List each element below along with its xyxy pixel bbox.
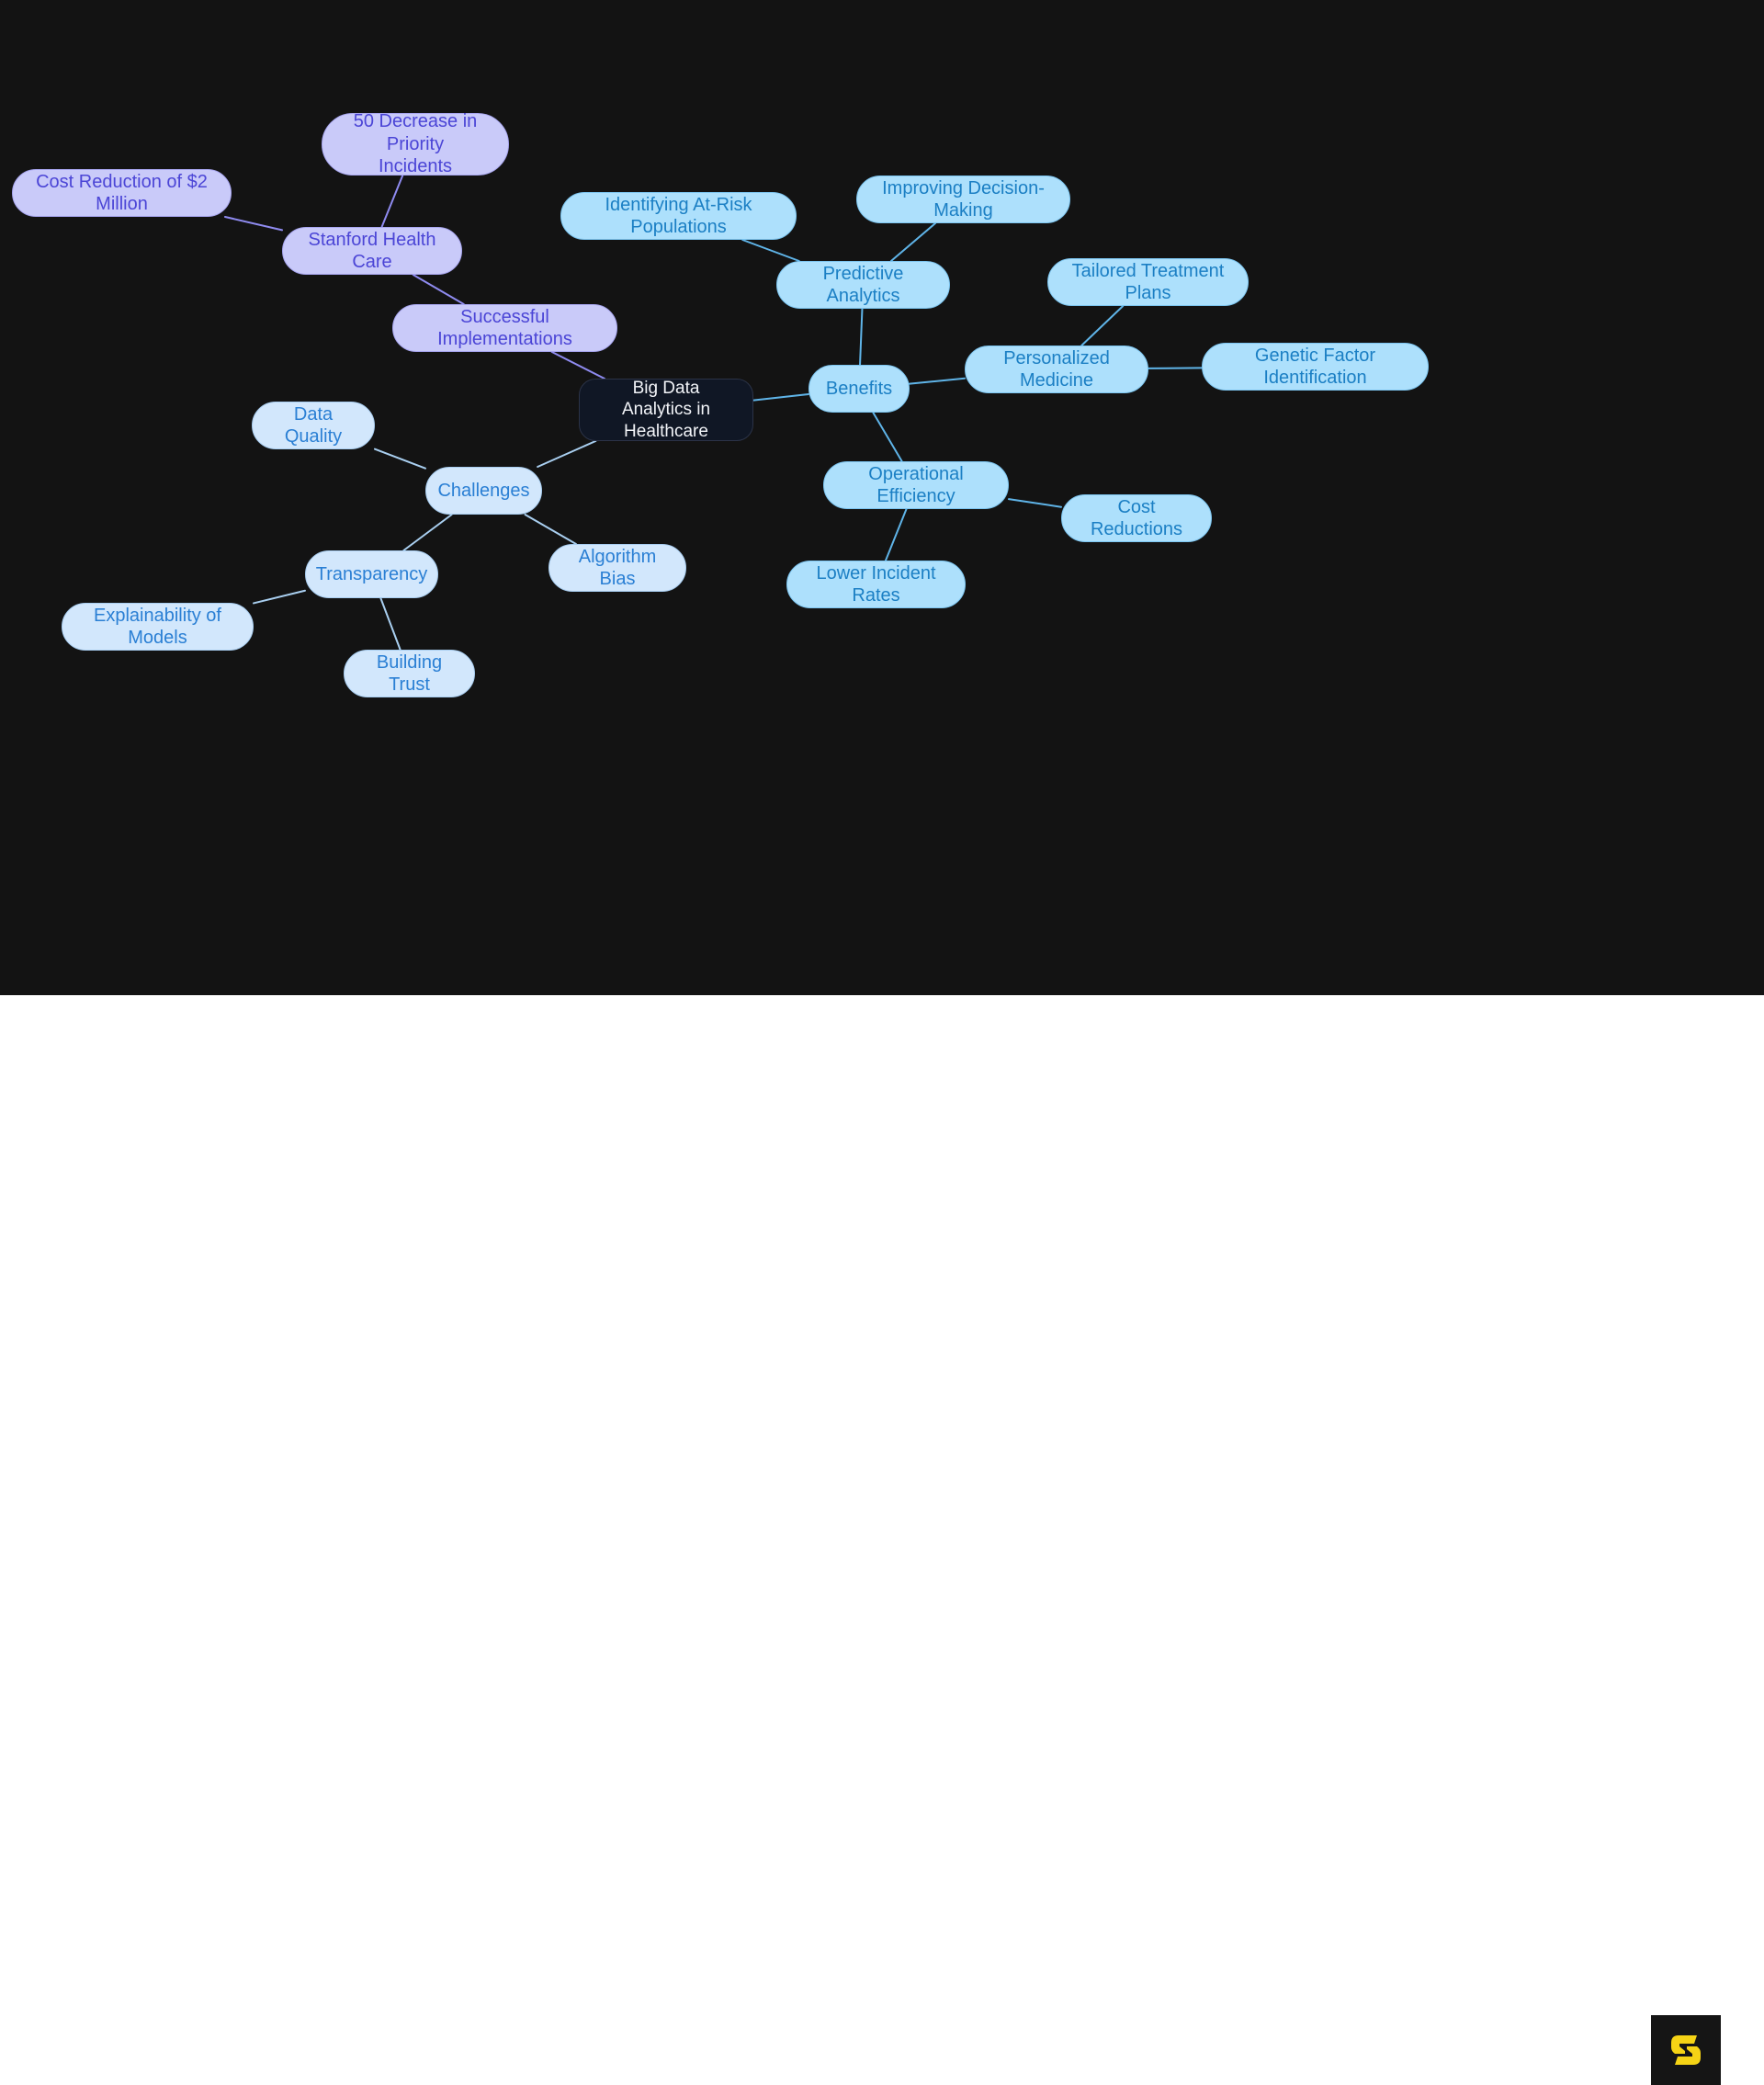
mindmap-edge (379, 597, 401, 651)
mindmap-edge (884, 508, 908, 561)
mindmap-node[interactable]: Lower Incident Rates (786, 561, 966, 608)
mindmap-edge (402, 514, 453, 551)
brand-logo-badge[interactable] (1651, 2015, 1721, 2085)
mindmap-edge (223, 216, 283, 232)
mindmap-edge (524, 514, 577, 545)
brand-logo-s-icon (1671, 2035, 1701, 2065)
mindmap-edge (374, 448, 426, 470)
mindmap-node[interactable]: Challenges (425, 467, 542, 515)
mindmap-edge (909, 377, 966, 385)
mindmap-node[interactable]: Explainability of Models (62, 603, 254, 651)
mindmap-node[interactable]: Building Trust (344, 650, 475, 697)
mindmap-node[interactable]: Cost Reduction of $2 Million (12, 169, 232, 217)
page-footer (0, 995, 1764, 2085)
mindmap-node[interactable]: Improving Decision-Making (856, 176, 1070, 223)
mindmap-node[interactable]: Stanford Health Care (282, 227, 462, 275)
mindmap-node[interactable]: Cost Reductions (1061, 494, 1212, 542)
mindmap-edge (1080, 305, 1125, 346)
mindmap-node[interactable]: Identifying At-Risk Populations (560, 192, 797, 240)
mindmap-node[interactable]: Personalized Medicine (965, 346, 1148, 393)
mindmap-edge (1008, 498, 1062, 508)
mindmap-node[interactable]: Data Quality (252, 402, 375, 449)
mindmap-edge (537, 440, 597, 468)
mindmap-node[interactable]: Operational Efficiency (823, 461, 1009, 509)
mindmap-edge (253, 589, 306, 605)
mindmap-edge (872, 412, 903, 462)
mindmap-node[interactable]: Benefits (808, 365, 910, 413)
mindmap-node[interactable]: Tailored Treatment Plans (1047, 258, 1249, 306)
mindmap-node[interactable]: Genetic Factor Identification (1202, 343, 1429, 391)
mindmap-node[interactable]: Transparency (305, 550, 438, 598)
mindmap-edge (380, 175, 404, 228)
mindmap-edge (859, 308, 864, 366)
mindmap-edge (752, 393, 809, 402)
mindmap-root-node[interactable]: Big Data Analytics in Healthcare (579, 379, 753, 441)
mindmap-canvas[interactable]: Big Data Analytics in Healthcare Successf… (0, 0, 1764, 995)
mindmap-node[interactable]: Predictive Analytics (776, 261, 950, 309)
mindmap-node[interactable]: 50 Decrease in Priority Incidents (322, 111, 509, 176)
mindmap-edge (889, 222, 937, 262)
mindmap-node[interactable]: Successful Implementations (392, 304, 617, 352)
mindmap-edge (741, 239, 800, 262)
mindmap-edge (412, 274, 465, 305)
mindmap-node[interactable]: Algorithm Bias (548, 544, 686, 592)
mindmap-edge (550, 351, 605, 380)
